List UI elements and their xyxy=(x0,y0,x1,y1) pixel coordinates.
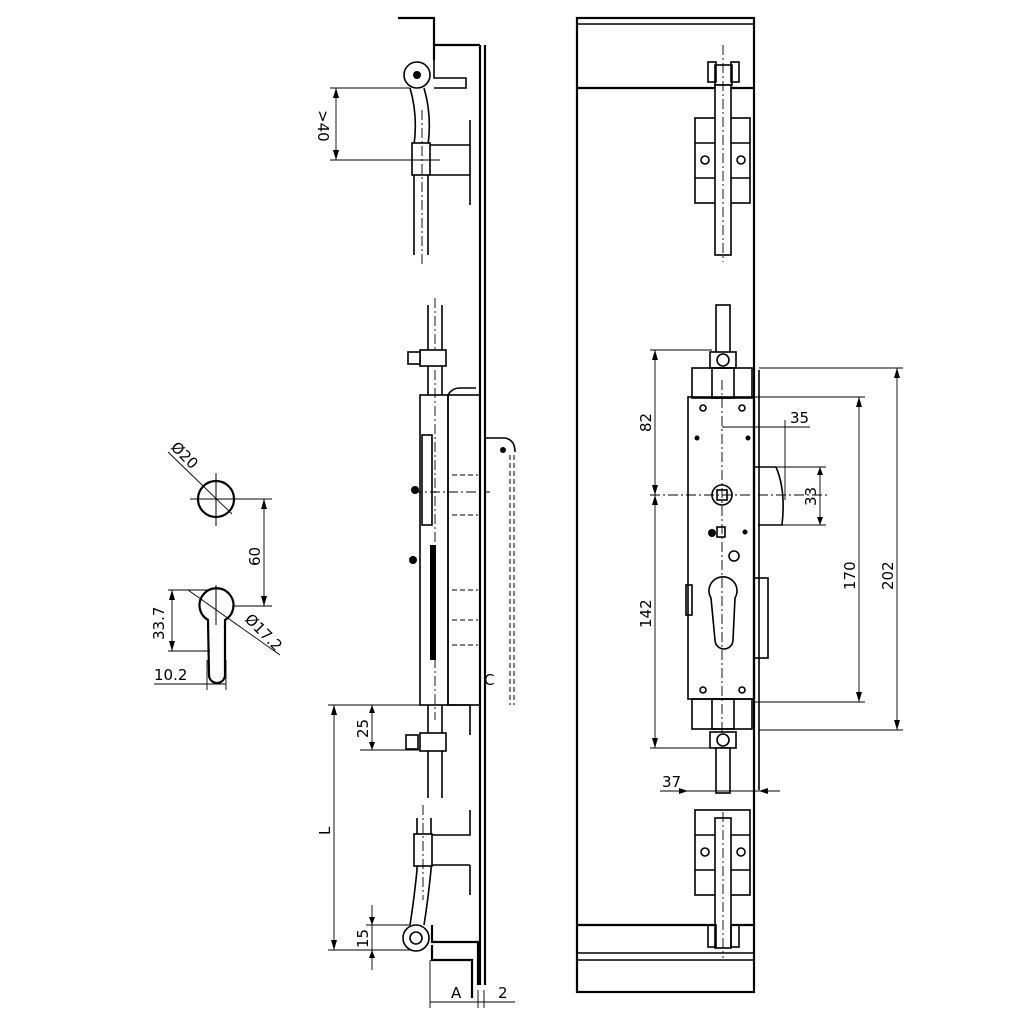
dim-latch-height: 33 xyxy=(802,487,820,506)
dim-center-distance: 60 xyxy=(246,547,264,566)
dim-rod-offset: 37 xyxy=(662,773,681,791)
dim-thickness: 2 xyxy=(498,984,508,1002)
dim-profile-height: 33.7 xyxy=(150,607,168,640)
dim-backset: 35 xyxy=(790,409,809,427)
dim-profile-width: 10.2 xyxy=(154,666,187,684)
dim-offset-a: A xyxy=(451,984,462,1002)
dim-hole-diameter: Ø20 xyxy=(167,438,202,473)
dim-case-height: 170 xyxy=(841,561,859,590)
dim-clamp-spacing: 25 xyxy=(354,719,372,738)
dim-upper-to-center: 82 xyxy=(637,413,655,432)
cylinder-cutout-detail: Ø20 60 Ø17.2 33.7 10.2 xyxy=(150,438,286,690)
euro-profile-cutout xyxy=(198,587,235,685)
swing-mark: C xyxy=(484,671,494,689)
front-view: 82 142 35 33 170 202 37 xyxy=(575,16,903,994)
side-view: >40 C 25 xyxy=(314,16,516,1008)
dim-center-to-lower: 142 xyxy=(637,599,655,628)
dim-faceplate-height: 202 xyxy=(879,561,897,590)
dim-handle-offset: >40 xyxy=(314,110,332,142)
dim-roller-offset: 15 xyxy=(354,929,372,948)
dim-length-l: L xyxy=(316,826,334,835)
